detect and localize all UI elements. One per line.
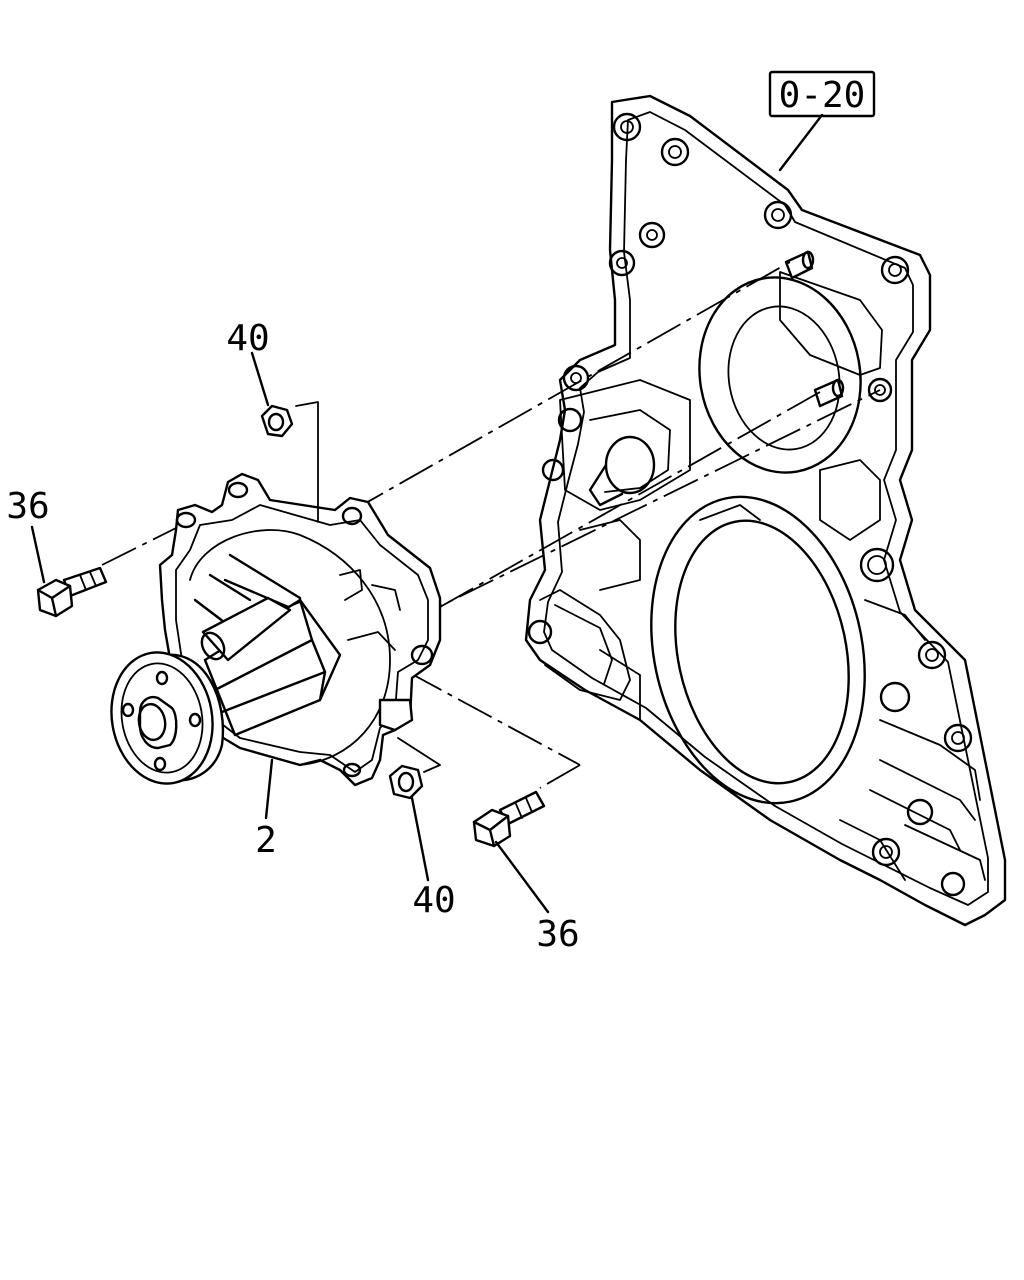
case-stud-lower [813,378,845,408]
callout-pump: 2 [255,820,277,861]
water-pump [110,472,442,820]
callout-bolt-left: 36 [6,486,49,527]
callout-nut-upper: 40 [226,318,269,359]
nut-upper [250,351,319,523]
case-stud-upper [784,250,815,280]
gear-case [524,94,1007,927]
callout-bolt-bottom: 36 [536,914,579,955]
alignment-lines [101,261,881,789]
bolt-left [30,525,108,618]
reference-box: 0-20 [768,70,876,118]
reference-box-label: 0-20 [779,75,866,116]
nut-lower [388,737,441,882]
bolt-bottom [472,790,550,914]
callout-nut-lower: 40 [412,880,455,921]
